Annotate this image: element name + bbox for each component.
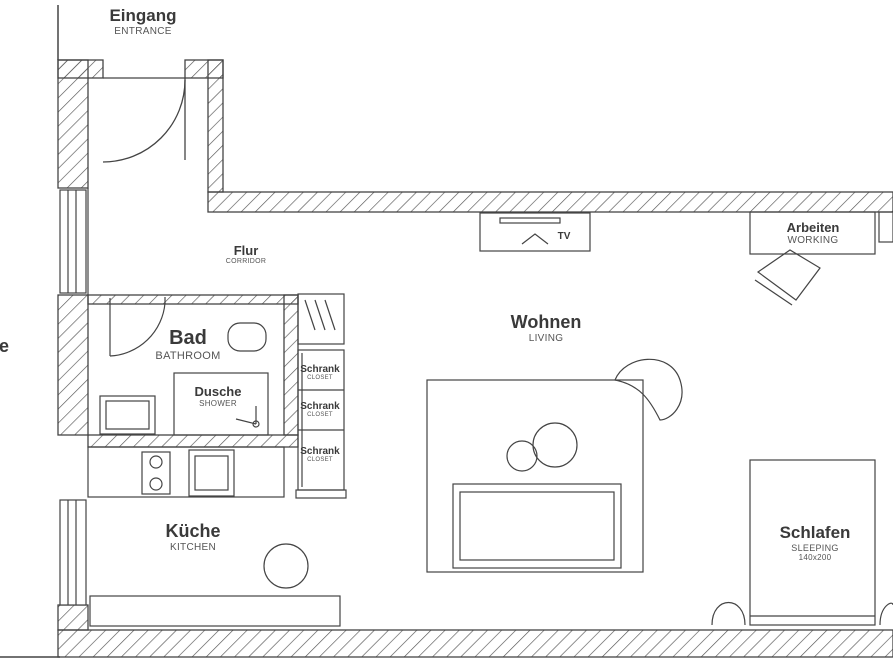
tv-text: TV (557, 231, 571, 242)
living-name: Wohnen (510, 312, 582, 332)
closet-name: Schrank (300, 446, 340, 457)
shower-name: Dusche (194, 384, 242, 399)
living-sub: LIVING (528, 333, 564, 344)
shower-label: Dusche SHOWER (195, 384, 242, 408)
closet-label-1: Schrank CLOSET (300, 364, 339, 381)
entrance-sub: ENTRANCE (114, 26, 172, 37)
kitchen-name: Küche (165, 521, 221, 541)
desk (749, 211, 893, 306)
working-label: Arbeiten WORKING (787, 220, 840, 246)
entrance-door (102, 77, 186, 163)
working-name: Arbeiten (786, 220, 840, 235)
sleeping-name: Schlafen (779, 523, 851, 542)
bath-sub: BATHROOM (155, 350, 221, 362)
closet-name: Schrank (300, 401, 340, 412)
bath-fixtures (99, 322, 269, 436)
bath-name: Bad (169, 327, 207, 349)
sleeping-sub: SLEEPING (791, 543, 839, 553)
working-sub: WORKING (787, 235, 839, 246)
corridor-name: Flur (233, 243, 259, 258)
adjacent-outline (0, 5, 60, 658)
left-cut-name: e (0, 336, 10, 356)
closet-sub: CLOSET (307, 375, 333, 381)
kitchen-label: Küche KITCHEN (165, 521, 220, 553)
kitchen-sub: KITCHEN (169, 542, 216, 553)
closet-sub: CLOSET (307, 457, 333, 463)
corridor-label: Flur CORRIDOR (226, 243, 267, 265)
closet-label-3: Schrank CLOSET (300, 446, 339, 463)
closet-label-2: Schrank CLOSET (300, 401, 339, 418)
bath-label: Bad BATHROOM (155, 327, 220, 362)
closets (295, 293, 347, 499)
bed (711, 459, 893, 626)
walls (57, 59, 893, 658)
tv-label: TV (558, 231, 571, 242)
living-furniture (426, 358, 683, 573)
sleeping-label: Schlafen SLEEPING 140x200 (780, 523, 851, 562)
entrance-name: Eingang (109, 6, 177, 25)
left-cut-label: e (0, 336, 9, 357)
living-label: Wohnen LIVING (511, 312, 582, 344)
left-windows (59, 189, 87, 606)
shower-sub: SHOWER (199, 399, 237, 408)
closet-name: Schrank (300, 364, 340, 375)
sleeping-size: 140x200 (798, 553, 832, 562)
closet-sub: CLOSET (307, 412, 333, 418)
bath-door (109, 297, 166, 357)
entrance-label: Eingang ENTRANCE (109, 6, 176, 37)
kitchen-counter (87, 446, 341, 627)
tv-unit (479, 212, 591, 252)
corridor-sub: CORRIDOR (225, 258, 267, 265)
